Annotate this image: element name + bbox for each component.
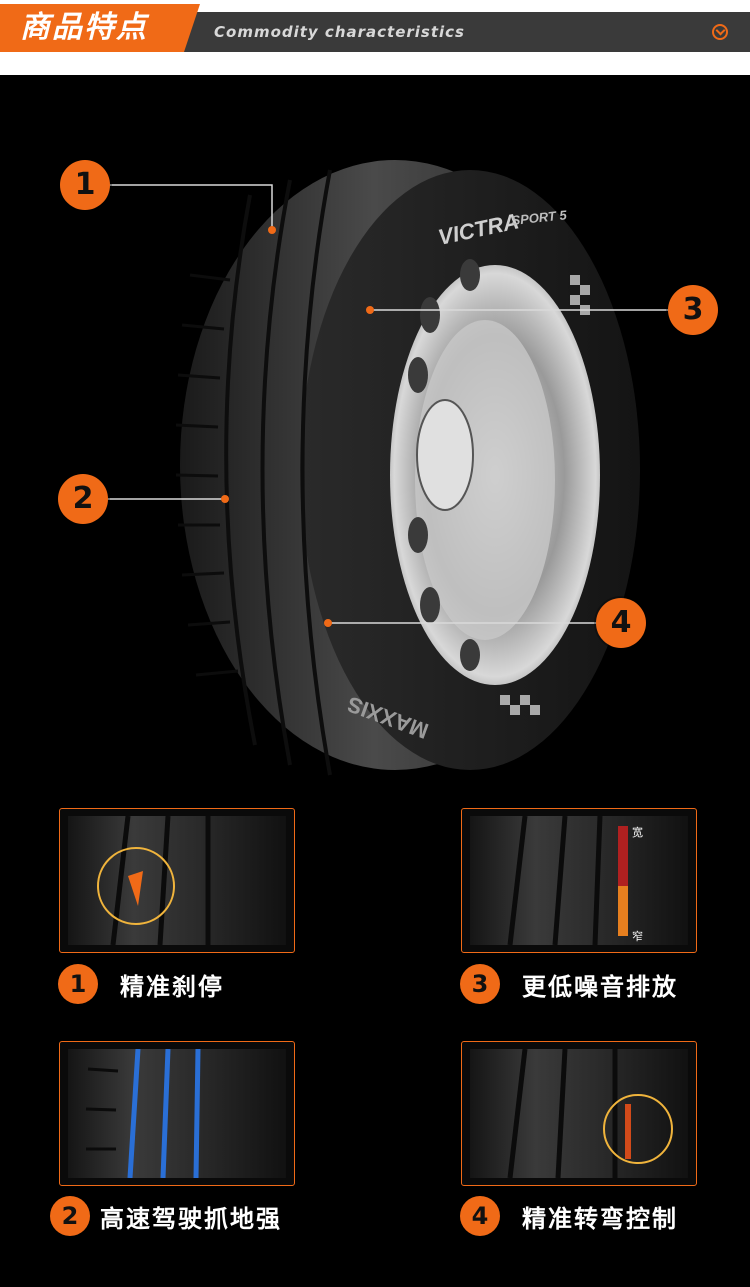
- wheel-hub: [416, 399, 474, 511]
- section-header: 商品特点 Commodity characteristics: [0, 0, 750, 75]
- chevron-down-icon[interactable]: [712, 24, 728, 40]
- callout-lines: [105, 184, 670, 624]
- feature-4-image: [470, 1049, 688, 1178]
- feature-item-4: 4 精准转弯控制: [460, 1194, 678, 1238]
- feature-2-label: 高速驾驶抓地强: [100, 1204, 282, 1233]
- feature-4-label: 精准转弯控制: [522, 1204, 678, 1233]
- tread-grooves: [224, 169, 332, 776]
- feature-2-image: [68, 1049, 286, 1178]
- feature-1-number: 1: [58, 964, 98, 1004]
- feature-item-2: 2 高速驾驶抓地强: [50, 1194, 282, 1238]
- feature-card-1: [59, 808, 295, 953]
- feature-4-number: 4: [460, 1196, 500, 1236]
- callout-3: 3: [668, 285, 718, 335]
- callout-1: 1: [60, 160, 110, 210]
- header-title-tab: [0, 4, 200, 52]
- feature-2-number: 2: [50, 1196, 90, 1236]
- callout-4: 4: [596, 598, 646, 648]
- section-subtitle: Commodity characteristics: [214, 23, 465, 41]
- tread-sipes: [175, 273, 239, 677]
- feature-item-1: 1 精准刹停: [58, 962, 224, 1006]
- sidewall-line: SPORT 5: [511, 207, 568, 228]
- callout-dots: [221, 226, 374, 627]
- feature-3-number: 3: [460, 964, 500, 1004]
- tire-illustration: VICTRA SPORT 5 MAXXIS 1 2 3 4: [0, 75, 750, 785]
- section-title: 商品特点: [20, 10, 148, 45]
- feature-1-label: 精准刹停: [120, 972, 224, 1001]
- feature-card-3: 宽 窄: [461, 808, 697, 953]
- scale-bottom-label: 窄: [632, 930, 643, 943]
- rim-holes: [408, 259, 480, 671]
- tire-graphic: VICTRA SPORT 5 MAXXIS: [105, 160, 670, 776]
- feature-card-4: [461, 1041, 697, 1186]
- feature-card-2: [59, 1041, 295, 1186]
- feature-3-image: 宽 窄: [470, 816, 688, 945]
- feature-1-image: [68, 816, 286, 945]
- scale-top-label: 宽: [632, 826, 643, 839]
- feature-3-label: 更低噪音排放: [522, 972, 678, 1001]
- feature-item-3: 3 更低噪音排放: [460, 962, 678, 1006]
- callout-2: 2: [58, 474, 108, 524]
